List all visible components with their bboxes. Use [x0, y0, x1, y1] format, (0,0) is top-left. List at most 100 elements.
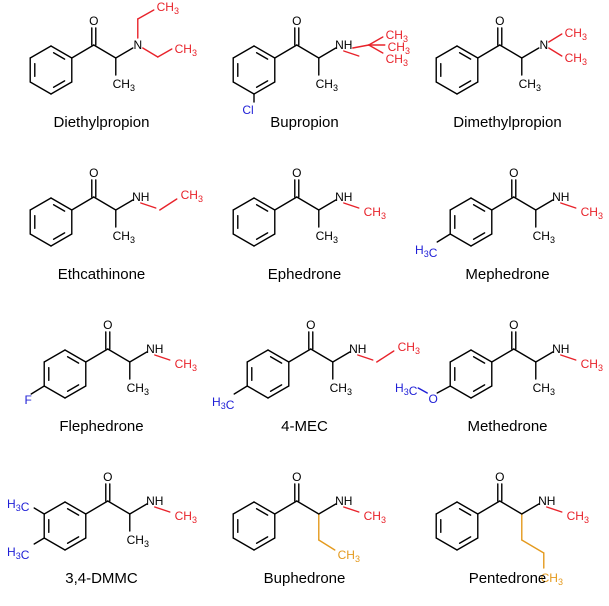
- ring-bond: [435, 45, 458, 59]
- amine-bond: [376, 350, 395, 363]
- bond: [71, 44, 95, 59]
- ring-substituent-label: H3C: [7, 545, 30, 562]
- amine-bond: [368, 44, 384, 54]
- oxygen-label: O: [306, 318, 315, 332]
- ring-bond: [470, 349, 493, 363]
- amine-bond: [560, 354, 577, 361]
- bond: [296, 44, 320, 59]
- ring-bond: [435, 81, 458, 95]
- nitrogen-label: N: [539, 38, 548, 52]
- ring-double-bond: [66, 508, 80, 516]
- bond: [129, 503, 148, 515]
- alpha-methyl-label: CH3: [127, 381, 149, 397]
- oxygen-label: O: [292, 166, 301, 180]
- ring-bond: [50, 197, 73, 211]
- compound-name: Dimethylpropion: [453, 114, 562, 131]
- bond: [318, 199, 337, 211]
- ring-bond: [246, 349, 269, 363]
- bond: [71, 196, 95, 211]
- bond: [85, 348, 109, 363]
- ring-bond: [456, 81, 479, 95]
- ring-substituent-label: H3C: [212, 395, 235, 412]
- bond: [521, 503, 540, 515]
- methyl-label: CH3: [175, 509, 197, 525]
- oxygen-label: O: [509, 318, 518, 332]
- amine-bond: [357, 354, 374, 361]
- methyl-label: CH3: [388, 40, 410, 56]
- oxygen-label: O: [292, 470, 301, 484]
- ring-bond: [470, 385, 493, 399]
- amine-bond: [368, 36, 384, 46]
- ring-bond: [64, 385, 87, 399]
- ring-double-bond: [255, 204, 269, 212]
- bond: [310, 348, 334, 363]
- bond: [436, 385, 451, 394]
- alpha-methyl-label: CH3: [113, 229, 135, 245]
- ring-bond: [50, 45, 73, 59]
- ring-double-bond: [458, 80, 472, 88]
- ring-double-bond: [66, 536, 80, 544]
- bond: [491, 196, 515, 211]
- nitrogen-label: NH: [132, 190, 149, 204]
- ring-bond: [50, 233, 73, 247]
- bond: [93, 44, 117, 59]
- methyl-label: CH3: [398, 340, 420, 356]
- ring-double-bond: [472, 384, 486, 392]
- alpha-methyl-label: CH3: [533, 229, 555, 245]
- bond: [436, 233, 451, 243]
- amine-bond: [154, 506, 171, 513]
- nitrogen-label: NH: [335, 494, 352, 508]
- amine-bond: [159, 198, 178, 211]
- bond: [274, 44, 298, 59]
- ring-substituent-label: H3C: [7, 497, 30, 514]
- ring-bond: [232, 81, 255, 95]
- ring-double-bond: [472, 204, 486, 212]
- bond: [332, 351, 351, 363]
- ring-double-bond: [458, 536, 472, 544]
- compound-name: 4-MEC: [281, 418, 328, 435]
- bond: [513, 348, 537, 363]
- ring-bond: [470, 197, 493, 211]
- ring-double-bond: [52, 232, 66, 240]
- ring-bond: [267, 385, 290, 399]
- bond: [288, 348, 312, 363]
- nitrogen-label: NH: [335, 190, 352, 204]
- bond: [499, 44, 523, 59]
- ring-bond: [246, 385, 269, 399]
- ring-double-bond: [255, 52, 269, 60]
- compound-name: Flephedrone: [59, 418, 144, 435]
- amine-bond: [154, 354, 171, 361]
- compound-name: Pentedrone: [468, 570, 547, 587]
- compound-name: Ethcathinone: [57, 266, 146, 283]
- ring-bond: [29, 81, 52, 95]
- bond: [535, 351, 554, 363]
- amine-bond: [343, 50, 360, 57]
- methyl-label: CH3: [181, 188, 203, 204]
- alpha-chain-bond: [521, 539, 545, 554]
- oxygen-label: O: [495, 470, 504, 484]
- methyl-label: CH3: [581, 205, 603, 221]
- alpha-methyl-label: CH3: [330, 381, 352, 397]
- alpha-methyl-label: CH3: [338, 548, 360, 564]
- ring-bond: [470, 233, 493, 247]
- ring-double-bond: [458, 52, 472, 60]
- bond: [296, 500, 320, 515]
- ring-double-bond: [269, 384, 283, 392]
- oxygen-label: O: [103, 318, 112, 332]
- bond: [274, 196, 298, 211]
- nitrogen-label: N: [133, 38, 142, 52]
- bond: [513, 196, 537, 211]
